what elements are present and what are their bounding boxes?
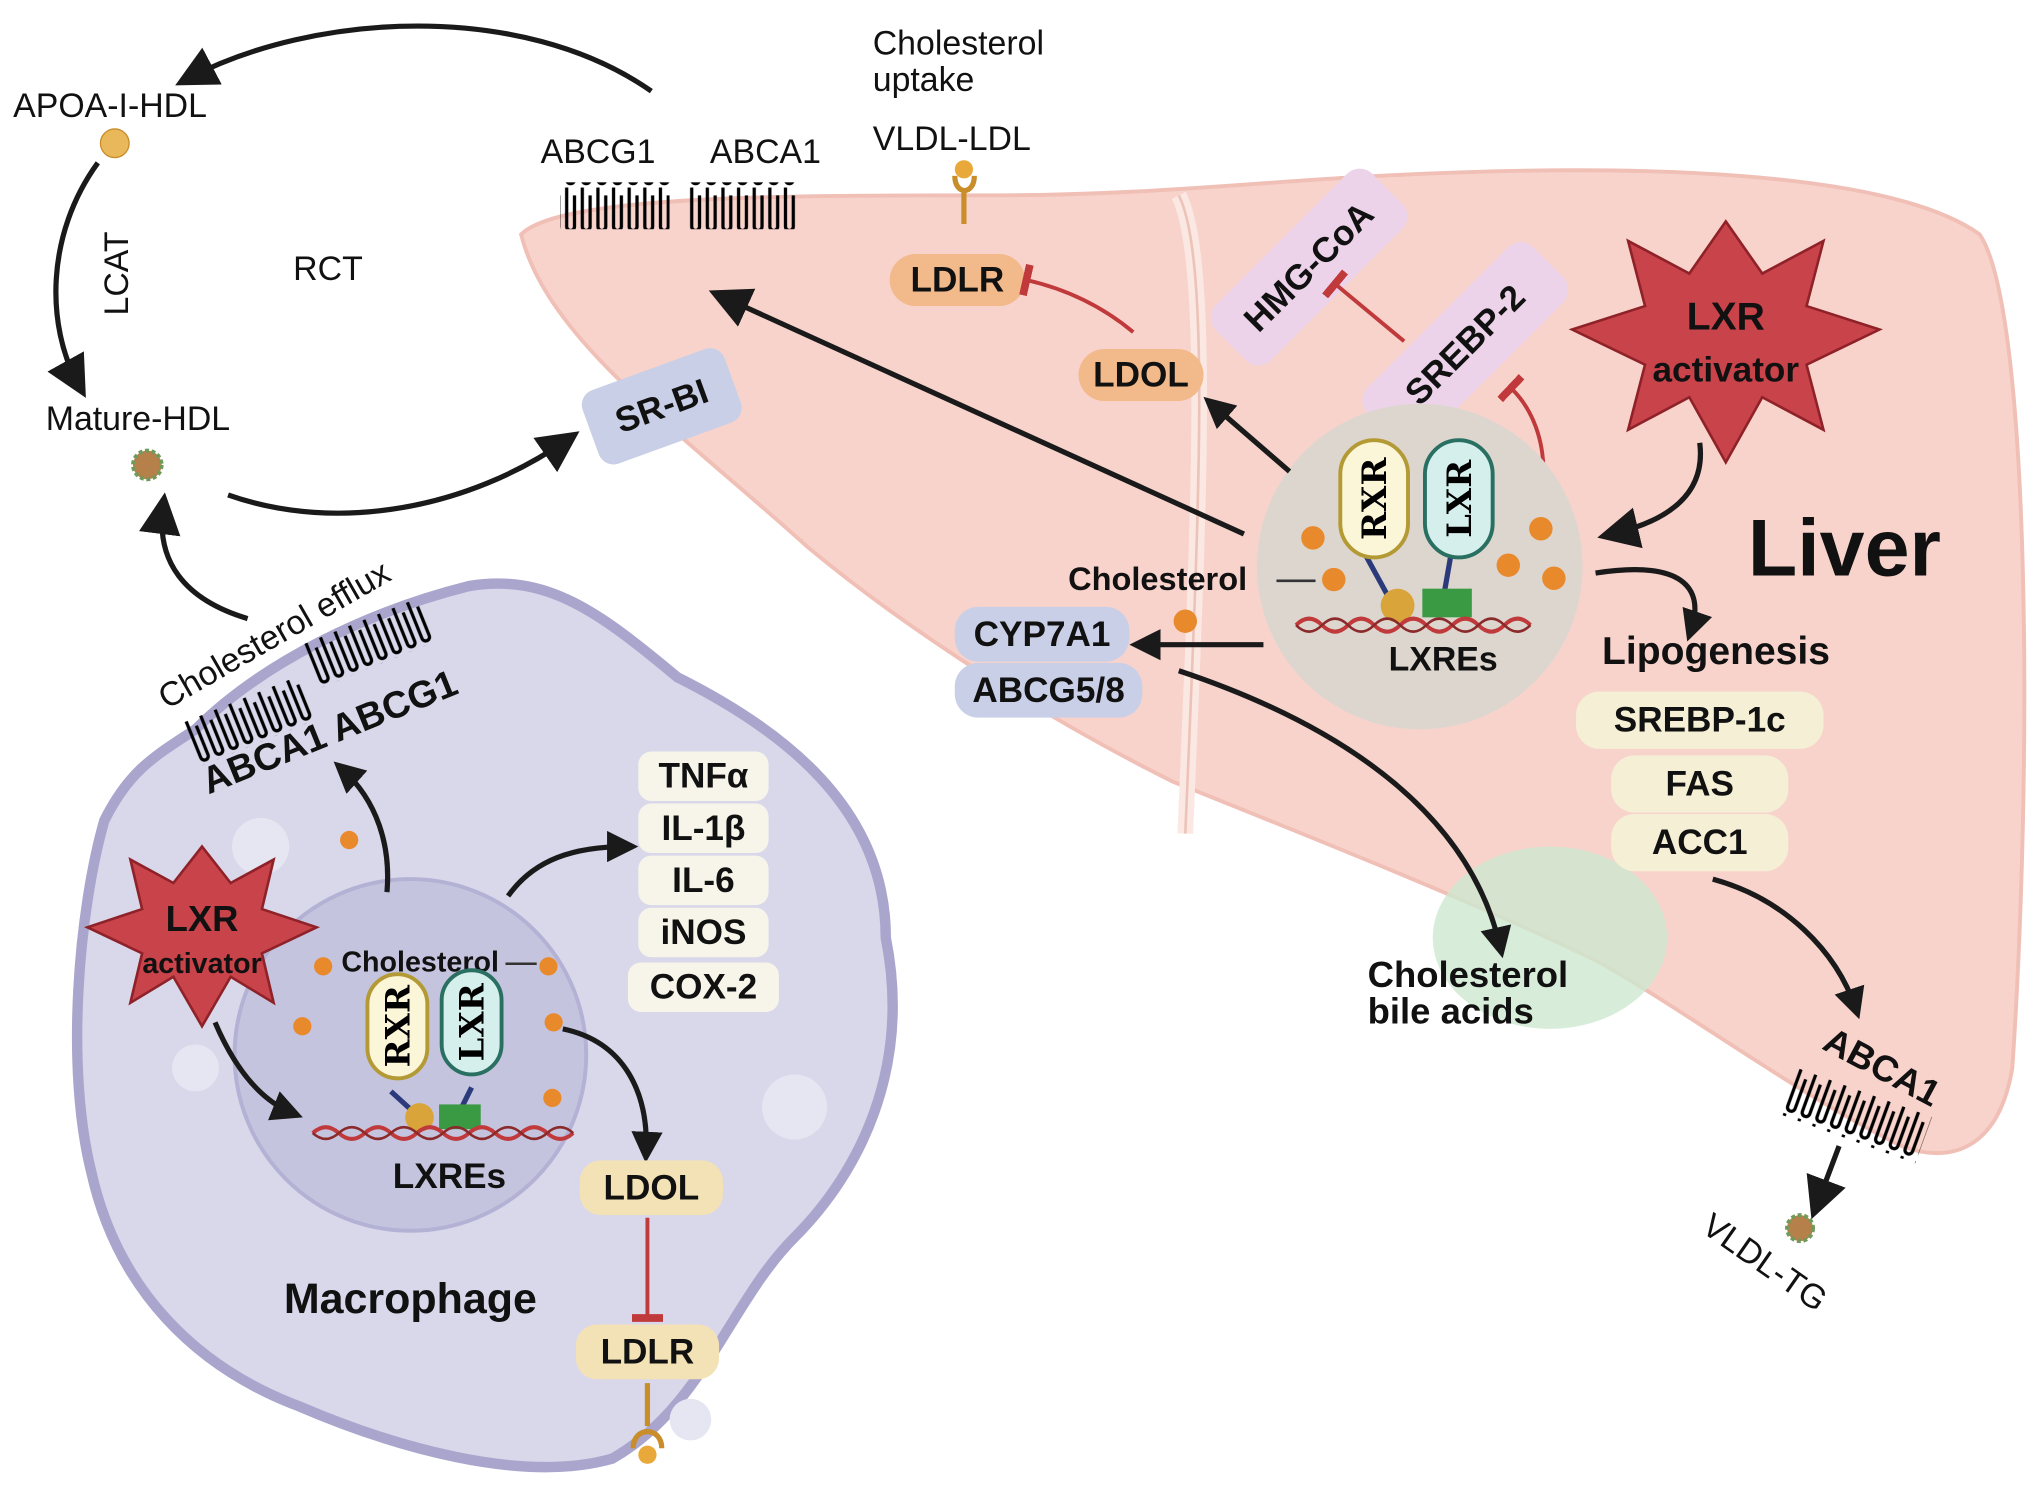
cholesterol-icon [340,830,359,850]
macrophage-abca1-icon [182,675,316,767]
liver-lxr: LXR [1422,438,1495,560]
sr-bi-receptor: SR-BI [581,348,742,465]
cytokine-label: TNFα [658,757,748,796]
bile-label-line1: Cholesterol [1368,954,1569,995]
mature-hdl-particle-icon [131,448,164,482]
ldl-receptor-icon [952,160,977,225]
srebp2-inhibits-hmgcoa [1322,269,1406,343]
abca1-transporter-icon [687,182,798,230]
lcat-label: LCAT [98,231,136,315]
arrow-to-abc-transporters [708,288,1245,537]
gallbladder [1432,846,1668,1029]
macrophage-lxr-activator-star: LXR activator [83,844,321,1029]
lipogenic-gene-pill: ACC1 [1611,813,1789,872]
macrophage-ldol-pill: LDOL [579,1160,723,1216]
vldl-tg-label: VLDL-TG [1695,1206,1834,1319]
arrow-efflux-to-hdl [139,492,249,622]
liver-cholesterol-label: Cholesterol [1068,561,1247,597]
macrophage-ldlr-pill: LDLR [575,1324,720,1380]
svg-text:LXR: LXR [1439,459,1479,538]
macrophage-lxr: LXR [439,968,504,1077]
arrow-to-lipogenesis [1595,567,1713,642]
arrow-to-bile [1177,668,1512,959]
arrow-to-cytokines [505,830,639,898]
svg-text:LXR: LXR [166,898,239,939]
svg-text:RXR: RXR [1354,457,1394,540]
lipogenic-gene-pill: FAS [1611,755,1789,813]
ldol-inhibits-ldlr [1019,263,1135,334]
hdl-particle-icon [99,128,130,159]
liver-rxr: RXR [1338,438,1410,560]
lipogenesis-label: Lipogenesis [1602,630,1830,673]
bile-label-line2: bile acids [1368,991,1534,1032]
cytokine-label: COX-2 [650,968,757,1007]
arrow-efflux-to-apoa [175,23,653,94]
macrophage-title: Macrophage [284,1275,537,1323]
lipogenic-gene-pill: SREBP-1c [1576,691,1824,749]
vldl-particle-icon [1785,1213,1816,1244]
vldl-ldl-label: VLDL-LDL [873,120,1031,158]
uptake-label-line1: Cholesterol [873,25,1044,63]
svg-text:FAS: FAS [1666,765,1734,804]
arrow-lcat [47,161,100,398]
liver-ldol-pill: LDOL [1078,349,1204,402]
svg-text:LDLR: LDLR [601,1332,695,1371]
macrophage-rxr: RXR [365,972,430,1081]
abcg1-transporter-icon [560,182,670,230]
vesicle [231,817,290,876]
liver-abca1-label: ABCA1 [710,133,821,171]
svg-text:SREBP-1c: SREBP-1c [1614,701,1786,740]
cytokine-label: IL-6 [672,861,735,900]
arrow-to-srbi [227,431,580,516]
svg-text:activator: activator [1653,351,1800,390]
abcg58-pill: ABCG5/8 [954,662,1143,718]
arrow-activator-to-lxres [212,1021,303,1121]
liver-abcg1-label: ABCG1 [541,133,656,171]
cholesterol-icons [293,957,563,1108]
arrow-activator-to-nucleus [1597,442,1704,549]
liver-lxr-activator-star: LXR activator [1568,219,1883,466]
svg-text:LDOL: LDOL [603,1168,699,1207]
arrow-to-ldol [1203,396,1292,474]
arrow-to-efflux-transporters [333,761,391,893]
mature-hdl-label: Mature-HDL [46,400,230,438]
cyp7a1-pill: CYP7A1 [954,606,1130,662]
liver-nucleus: RXR LXR LXREs [1256,403,1583,730]
macrophage-ldl-receptor-icon [630,1383,665,1464]
apoa-hdl-label: APOA-I-HDL [13,87,207,125]
svg-text:RXR: RXR [377,984,417,1067]
svg-text:ABCG5/8: ABCG5/8 [972,671,1124,710]
liver-title: Liver [1748,504,1941,594]
svg-text:CYP7A1: CYP7A1 [974,615,1111,654]
svg-text:LXR: LXR [452,982,492,1061]
svg-text:LXR: LXR [1687,295,1765,338]
rct-label: RCT [293,250,363,288]
liver-ldlr-pill: LDLR [889,253,1026,307]
cytokine-list: TNFα IL-1β IL-6 iNOS COX-2 [627,751,779,1012]
vesicle [172,1044,219,1092]
svg-text:activator: activator [142,948,261,980]
cytokine-label: IL-1β [661,809,745,848]
vesicle [669,1398,712,1441]
arrow-to-abca1 [1712,876,1865,1020]
macrophage-abcg1-icon [302,597,436,689]
arrow-to-vldl-tg [1806,1145,1846,1220]
liver-lxres-label: LXREs [1389,641,1498,679]
svg-text:ACC1: ACC1 [1652,823,1748,862]
cholesterol-icons [1173,517,1566,633]
abca1-transporter-icon [1780,1067,1933,1164]
svg-text:LDLR: LDLR [911,261,1005,300]
arrow-to-macrophage-ldol [562,1026,663,1164]
uptake-label-line2: uptake [873,61,975,99]
vesicle [762,1074,828,1140]
macrophage-lxres-label: LXREs [393,1157,506,1196]
cytokine-label: iNOS [660,913,746,952]
svg-text:LDOL: LDOL [1093,356,1189,395]
